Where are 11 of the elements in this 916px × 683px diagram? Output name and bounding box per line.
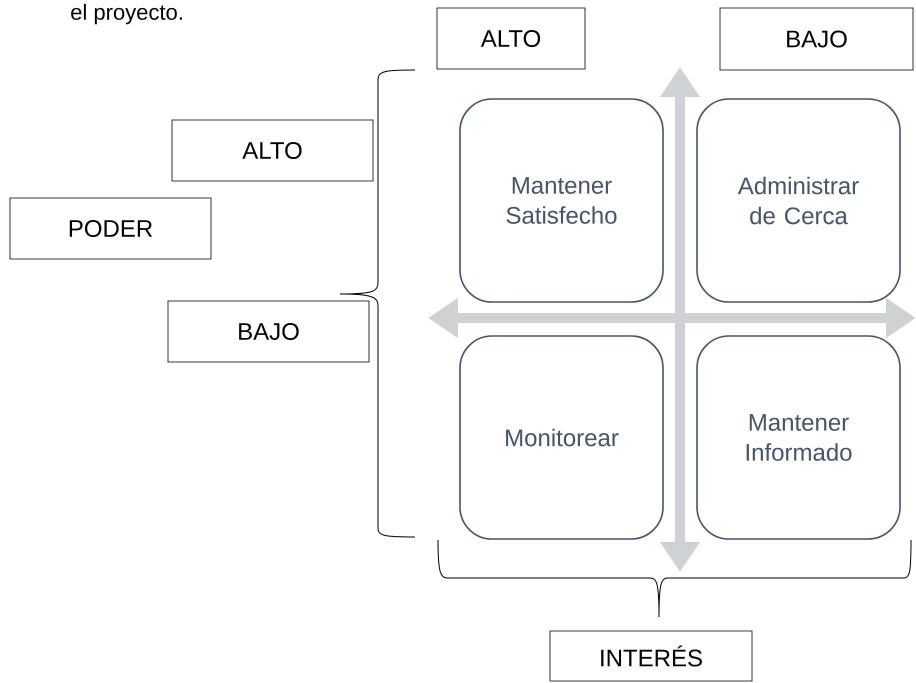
- quadrant-box: Mantener Satisfecho: [459, 98, 664, 303]
- label-box: BAJO: [720, 8, 914, 70]
- label-box: BAJO: [168, 300, 370, 362]
- quadrant-box: Mantener Informado: [696, 335, 901, 540]
- label-box: ALTO: [172, 120, 374, 182]
- label-box: PODER: [10, 198, 212, 260]
- quadrant-box: Monitorear: [459, 335, 664, 540]
- label-box: ALTO: [436, 8, 586, 70]
- quadrant-box: Administrar de Cerca: [696, 98, 901, 303]
- body-text: el proyecto.: [71, 4, 182, 24]
- label-box: INTERÉS: [550, 630, 752, 682]
